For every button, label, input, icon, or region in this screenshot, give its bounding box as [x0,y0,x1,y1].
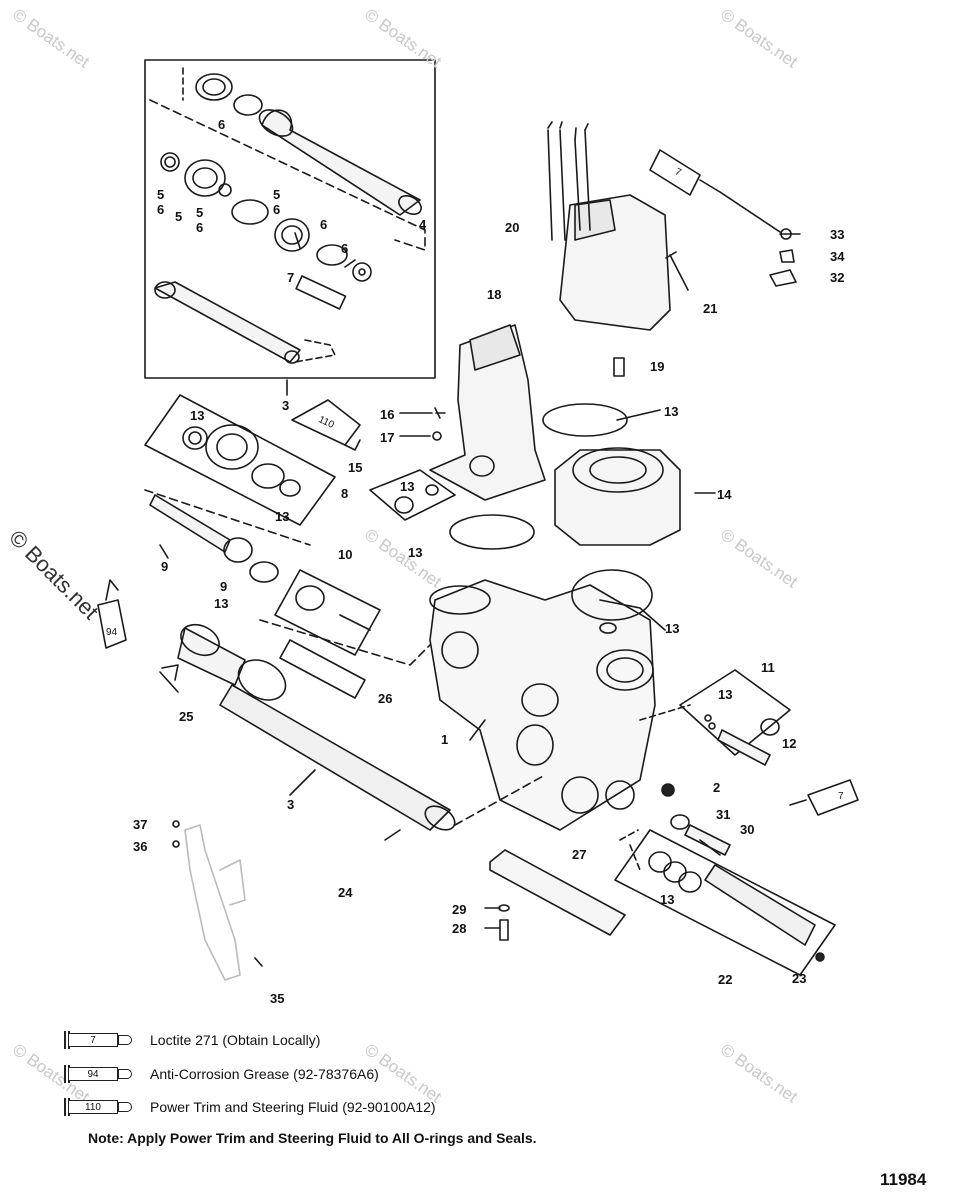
callout-6: 6 [273,202,281,217]
kit-15-group [369,469,456,521]
callout-36: 36 [133,839,148,854]
callout-22: 22 [718,972,733,987]
callout-6: 6 [341,241,349,256]
cylinder-3-lower [159,623,456,831]
note-text: Note: Apply Power Trim and Steering Flui… [88,1130,537,1146]
inset-cylinder-kit-box [144,59,436,379]
drawing-number: 11984 [880,1170,927,1189]
callout-5: 5 [273,187,281,202]
callout-13: 13 [275,509,290,524]
callout-13: 13 [190,408,205,423]
legend-text: Anti-Corrosion Grease (92-78376A6) [150,1066,379,1082]
callout-16: 16 [380,407,395,422]
callout-24: 24 [338,885,353,900]
callout-21: 21 [703,301,718,316]
callout-26: 26 [378,691,393,706]
legend-text: Power Trim and Steering Fluid (92-90100A… [150,1099,436,1115]
callout-6: 6 [320,217,328,232]
kit-22-group [614,829,836,976]
legend-row-loctite: 7 Loctite 271 (Obtain Locally) [64,1030,321,1050]
callout-13: 13 [718,687,733,702]
tube-110-drawing [291,399,361,451]
callout-1: 1 [441,732,449,747]
callout-3: 3 [282,398,290,413]
callout-7: 7 [287,270,295,285]
kit-11-group [679,669,791,766]
callout-14: 14 [717,487,732,502]
callout-6: 6 [196,220,204,235]
tube-label-7: 7 [838,791,844,802]
legend-row-grease: 94 Anti-Corrosion Grease (92-78376A6) [64,1064,379,1084]
callout-9: 9 [220,579,228,594]
reservoir-18 [429,324,546,501]
callout-17: 17 [380,430,395,445]
callout-11: 11 [761,660,775,675]
callout-23: 23 [792,971,807,986]
callout-3: 3 [287,797,295,812]
callout-33: 33 [830,227,845,242]
callout-19: 19 [650,359,665,374]
callout-13: 13 [214,596,229,611]
kit-8-group [144,394,336,526]
bracket-faint-drawing [184,824,246,981]
callout-8: 8 [341,486,349,501]
callout-12: 12 [782,736,797,751]
callout-37: 37 [133,817,148,832]
motor-base-14 [554,447,681,546]
callout-10: 10 [338,547,353,562]
callout-13: 13 [664,404,679,419]
o-ring-13-drawing [449,514,535,550]
callout-9: 9 [161,559,169,574]
callout-5: 5 [175,209,183,224]
callout-30: 30 [740,822,755,837]
callout-13: 13 [408,545,423,560]
tube-icon: 110 [64,1098,140,1116]
callout-5: 5 [196,205,204,220]
callout-28: 28 [452,921,467,936]
tube-94-drawing [97,579,127,649]
callout-6: 6 [218,117,226,132]
callout-31: 31 [716,807,731,822]
legend-row-fluid: 110 Power Trim and Steering Fluid (92-90… [64,1097,436,1117]
tube-7-upper-drawing [649,149,781,233]
callout-34: 34 [830,249,845,264]
callout-20: 20 [505,220,520,235]
legend-text: Loctite 271 (Obtain Locally) [150,1032,321,1048]
tube-label-94: 94 [106,627,118,638]
callout-4: 4 [419,217,427,232]
callout-27: 27 [572,847,587,862]
callout-15: 15 [348,460,363,475]
callout-13: 13 [400,479,415,494]
callout-13: 13 [660,892,675,907]
callout-13: 13 [665,621,680,636]
rod-9-group [144,489,311,583]
callout-32: 32 [830,270,845,285]
motor-20 [547,121,671,331]
tube-icon: 7 [64,1031,140,1049]
callout-18: 18 [487,287,502,302]
callout-25: 25 [179,709,194,724]
pump-housing-1 [429,579,656,831]
callout-5: 5 [157,187,165,202]
callout-6: 6 [157,202,165,217]
callout-35: 35 [270,991,285,1006]
callout-2: 2 [713,780,721,795]
tube-icon: 94 [64,1065,140,1083]
callout-29: 29 [452,902,467,917]
kit-10-group [274,569,381,656]
